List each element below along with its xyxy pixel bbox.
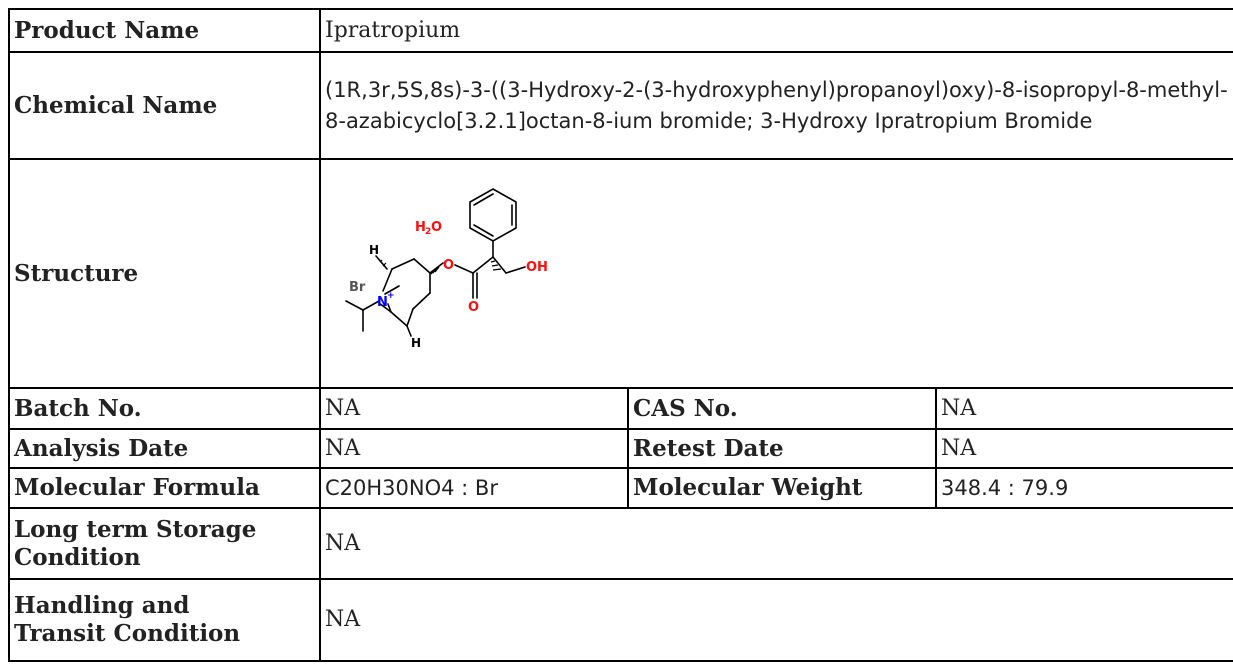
structure-label: Structure [8, 158, 321, 389]
row-structure: Structure [8, 158, 1233, 389]
molecular-weight-label: Molecular Weight [627, 467, 937, 509]
nitrogen-label: N [377, 295, 388, 310]
molecular-formula-label: Molecular Formula [8, 467, 321, 509]
handling-label-line2: Transit Condition [14, 620, 241, 647]
storage-label: Long term Storage Condition [8, 507, 321, 580]
handling-value: NA [319, 578, 1233, 662]
storage-label-line2: Condition [14, 543, 141, 571]
hydroxyl-label: OH [526, 260, 548, 275]
handling-label-line1: Handling and [14, 592, 190, 619]
benzene-ring [469, 187, 517, 242]
chemical-structure-drawing: H 2 O OH O O Br N + H H [345, 187, 548, 350]
spec-table: Product Name Ipratropium Chemical Name (… [8, 8, 1233, 662]
bridgehead-h-bottom-label: H [411, 336, 421, 350]
row-dates: Analysis Date NA Retest Date NA [8, 428, 1233, 469]
chemical-name-label: Chemical Name [8, 51, 321, 160]
batch-no-value: NA [319, 387, 629, 430]
bromine-label: Br [349, 280, 366, 295]
product-name-label: Product Name [8, 8, 321, 53]
nitrogen-charge-label: + [387, 291, 395, 301]
bridgehead-h-top-label: H [369, 243, 379, 257]
analysis-date-value: NA [319, 428, 629, 469]
structure-image: H 2 O OH O O Br N + H H [319, 158, 1233, 389]
row-chemical-name: Chemical Name (1R,3r,5S,8s)-3-((3-Hydrox… [8, 51, 1233, 160]
batch-no-label: Batch No. [8, 387, 321, 430]
analysis-date-label: Analysis Date [8, 428, 321, 469]
ester-o-label: O [443, 258, 454, 273]
water-h-label: H [415, 220, 426, 235]
row-batch-cas: Batch No. NA CAS No. NA [8, 387, 1233, 430]
cas-no-label: CAS No. [627, 387, 937, 430]
product-name-value: Ipratropium [319, 8, 1233, 53]
row-handling: Handling and Transit Condition NA [8, 578, 1233, 662]
retest-date-value: NA [935, 428, 1233, 469]
carbonyl-o-label: O [468, 300, 479, 315]
retest-date-label: Retest Date [627, 428, 937, 469]
water-o-label: O [431, 220, 442, 235]
storage-value: NA [319, 507, 1233, 580]
cas-no-value: NA [935, 387, 1233, 430]
row-storage: Long term Storage Condition NA [8, 507, 1233, 580]
chemical-name-value: (1R,3r,5S,8s)-3-((3-Hydroxy-2-(3-hydroxy… [319, 51, 1233, 160]
storage-label-line1: Long term Storage [14, 515, 257, 543]
row-product-name: Product Name Ipratropium [8, 8, 1233, 53]
water-subscript-label: 2 [425, 227, 431, 237]
handling-label: Handling and Transit Condition [8, 578, 321, 662]
molecular-formula-value: C20H30NO4 : Br [319, 467, 629, 509]
row-formula-weight: Molecular Formula C20H30NO4 : Br Molecul… [8, 467, 1233, 509]
molecular-weight-value: 348.4 : 79.9 [935, 467, 1233, 509]
